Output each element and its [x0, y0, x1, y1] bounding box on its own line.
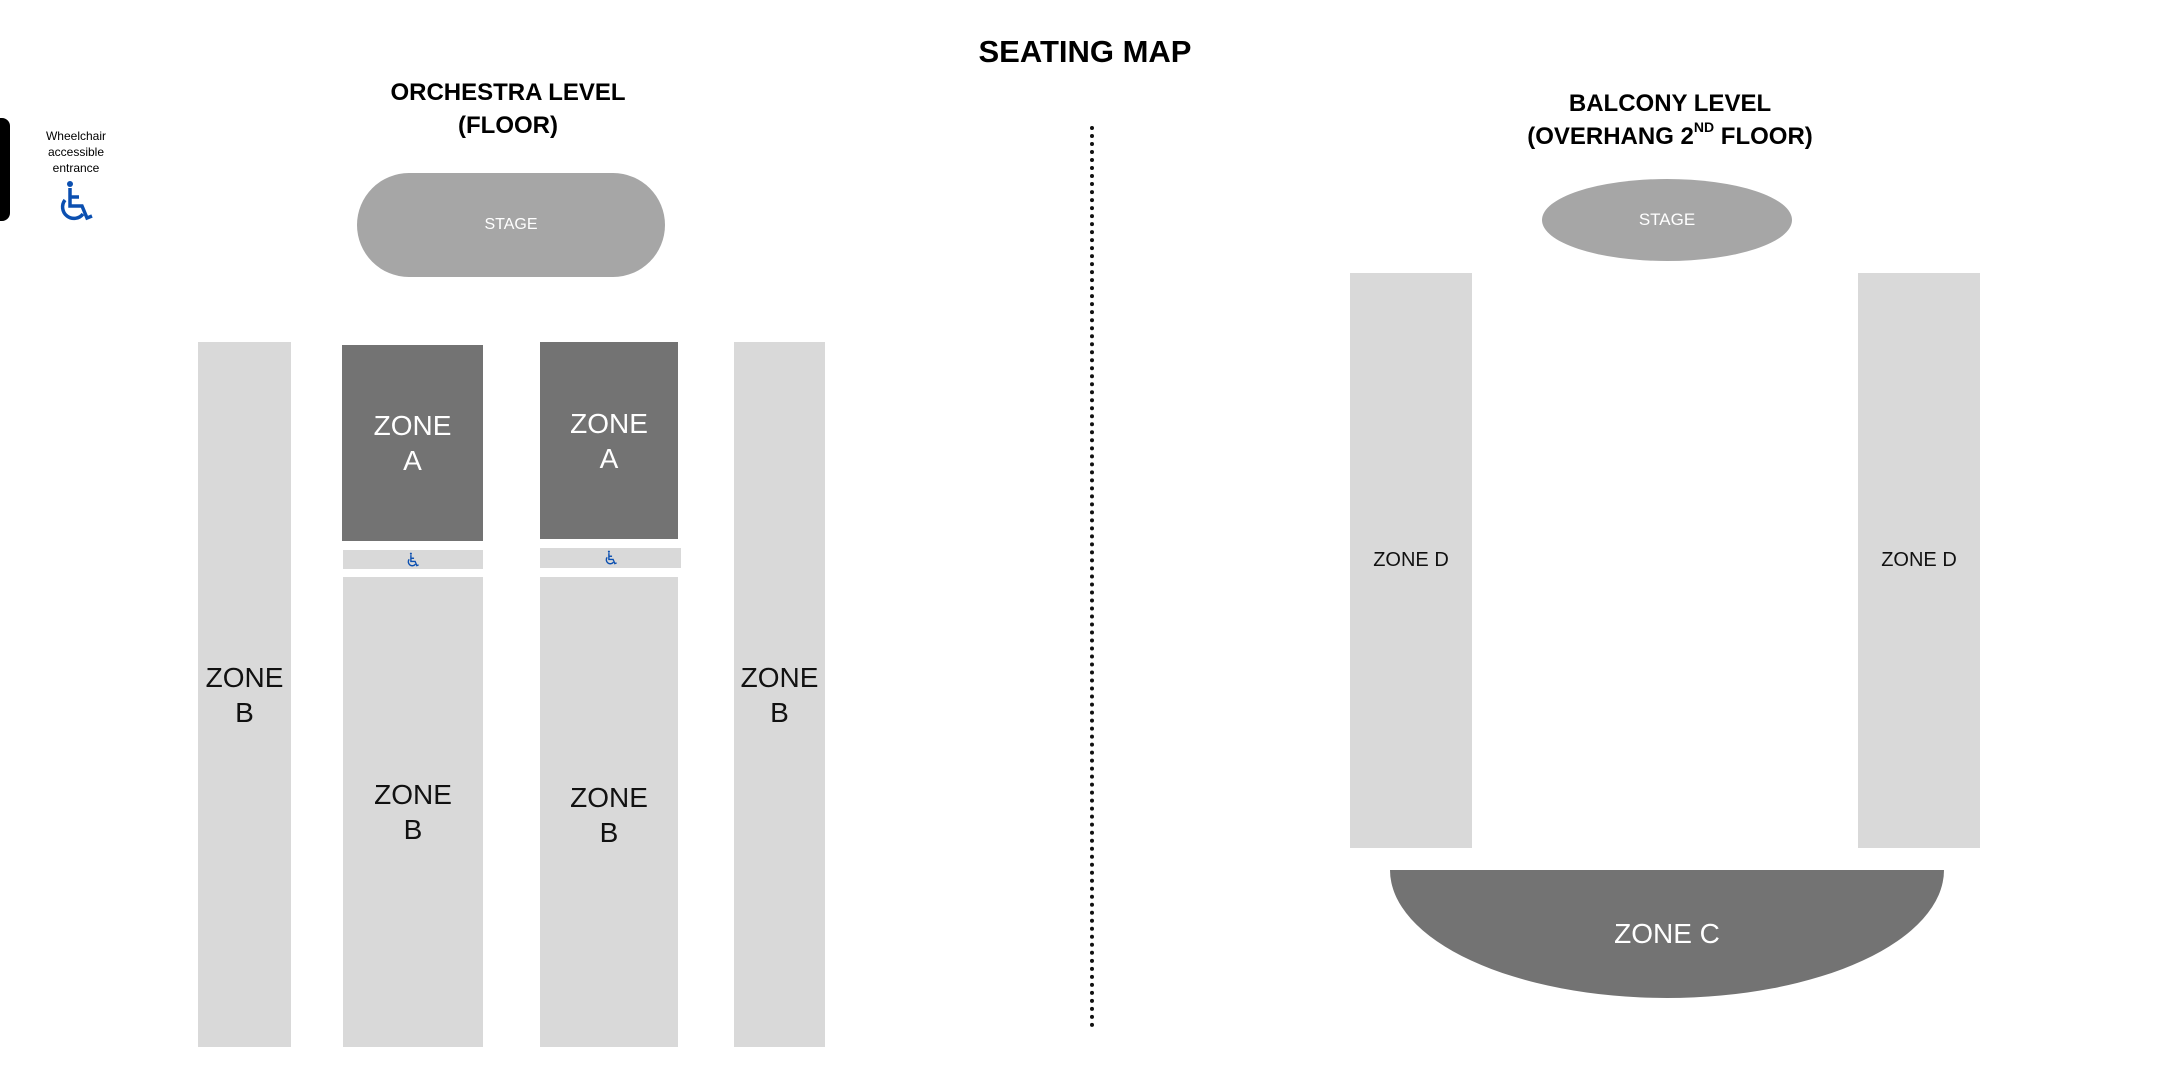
level-divider: [1090, 126, 1094, 1028]
side-tab[interactable]: [0, 118, 10, 221]
wheelchair-icon: [407, 552, 419, 567]
zone-a-left[interactable]: ZONE A: [342, 345, 483, 541]
orchestra-title-line1: ORCHESTRA LEVEL: [390, 79, 626, 106]
zone-label: ZONE C: [1614, 918, 1720, 949]
title-text: FLOOR): [1714, 123, 1813, 150]
balcony-title: BALCONY LEVEL (OVERHANG 2ND FLOOR): [1470, 87, 1870, 153]
zone-label: ZONE A: [373, 410, 452, 476]
page-title: SEATING MAP: [978, 34, 1192, 69]
zone-label: ZONE B: [205, 661, 284, 728]
wheelchair-legend: Wheelchair accessible entrance: [36, 128, 116, 229]
zone-b-center-left[interactable]: ZONE B: [343, 577, 483, 1047]
zone-label: ZONE D: [1881, 549, 1957, 571]
title-sup: ND: [1693, 119, 1715, 135]
zone-d-left[interactable]: ZONE D: [1350, 273, 1472, 848]
orchestra-stage: STAGE: [357, 173, 665, 277]
legend-text: Wheelchair accessible entrance: [45, 129, 107, 175]
zone-b-center-right[interactable]: ZONE B: [540, 577, 678, 1047]
accessible-row-right[interactable]: [540, 548, 681, 568]
orchestra-title-line2: (FLOOR): [458, 112, 558, 139]
accessible-row-left[interactable]: [343, 550, 483, 569]
zone-b-left[interactable]: ZONE B: [198, 342, 291, 1047]
zone-label: ZONE A: [570, 407, 648, 474]
zone-label: ZONE B: [374, 779, 452, 845]
zone-label: ZONE D: [1373, 549, 1449, 571]
balcony-stage: STAGE: [1542, 179, 1792, 261]
stage-label: STAGE: [484, 216, 538, 233]
title-text: (OVERHANG 2: [1527, 123, 1694, 150]
orchestra-title: ORCHESTRA LEVEL (FLOOR): [358, 76, 658, 142]
zone-d-right[interactable]: ZONE D: [1858, 273, 1980, 848]
zone-b-right[interactable]: ZONE B: [734, 342, 825, 1047]
zone-a-right[interactable]: ZONE A: [540, 342, 678, 539]
wheelchair-icon: [605, 550, 617, 565]
zone-label: ZONE B: [570, 782, 648, 848]
balcony-title-line1: BALCONY LEVEL: [1568, 90, 1772, 117]
zone-label: ZONE B: [740, 661, 819, 728]
zone-c[interactable]: ZONE C: [1390, 870, 1944, 998]
stage-label: STAGE: [1638, 210, 1696, 229]
wheelchair-icon: [60, 181, 93, 221]
balcony-title-line2: (OVERHANG 2ND FLOOR): [1470, 120, 1870, 153]
